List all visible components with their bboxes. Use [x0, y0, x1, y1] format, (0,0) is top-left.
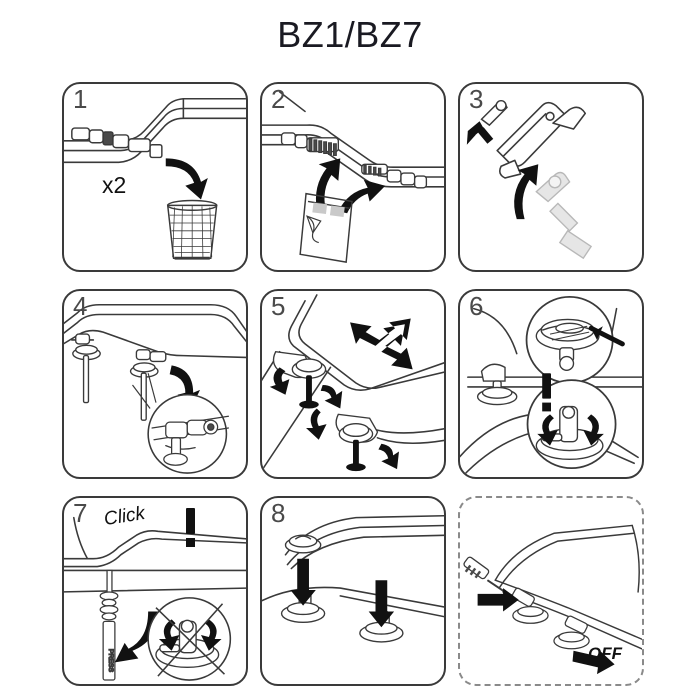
rotate-arrow-icon	[269, 367, 399, 470]
exclamation-icon	[542, 373, 551, 412]
panel-illustration	[262, 84, 444, 270]
magnifier-detail-icon	[132, 373, 230, 474]
page-title: BZ1/BZ7	[277, 14, 423, 55]
panel-illustration: PRESS	[64, 498, 246, 684]
four-way-arrow-icon	[350, 318, 413, 370]
panel-number: 7	[73, 498, 88, 528]
panel-attach-hinge-bracket: 3	[458, 82, 644, 272]
magnifier-detail-bottom	[526, 379, 617, 470]
magnifier-detail-top	[525, 296, 625, 384]
down-arrow-icon	[290, 558, 395, 628]
rotate-arrow-icon	[537, 414, 604, 446]
panel-number: 1	[73, 84, 88, 114]
cap-icon-top	[284, 534, 322, 554]
panel-number: 6	[469, 291, 484, 321]
release-tool-icon	[463, 556, 518, 601]
right-arrow-icon	[477, 588, 615, 675]
left-arrow-icon	[114, 611, 158, 663]
panel-click-seat-into-place: 7	[62, 496, 248, 686]
panel-illustration	[460, 84, 642, 270]
panel-number: 8	[271, 498, 286, 528]
svg-text:PRESS: PRESS	[107, 649, 114, 673]
panel-insert-bolts: 4	[62, 289, 248, 479]
panel-tighten-fixings-warning: 6	[458, 289, 644, 479]
panel-number: 5	[271, 291, 286, 321]
exclamation-icon	[186, 508, 195, 547]
panel-illustration	[262, 498, 444, 684]
parts-bag-icon	[299, 192, 353, 263]
panel-remove-old-hinge-pins: 1	[62, 82, 248, 272]
panel-illustration	[460, 291, 642, 477]
curved-up-arrow-icon	[514, 164, 539, 220]
bolt-icon-top	[480, 99, 508, 127]
quantity-label: x2	[102, 172, 127, 198]
off-label: OFF	[588, 644, 622, 663]
panel-number: 3	[469, 84, 484, 114]
panel-install-new-parts: 2	[260, 82, 446, 272]
wastebasket-icon	[166, 199, 218, 260]
cap-left	[476, 363, 518, 406]
panel-number: 2	[271, 84, 286, 114]
fixing-right	[553, 615, 590, 650]
panel-illustration	[262, 291, 444, 477]
crossed-out-circle-icon	[147, 597, 232, 681]
insert-arrow-icon	[466, 121, 494, 145]
panel-grid: 1	[62, 82, 658, 686]
release-tool-icon: PRESS	[99, 569, 119, 681]
bolt-icon-left	[72, 344, 101, 404]
panel-removal-instructions: OFF	[458, 496, 644, 686]
hinge-right	[335, 413, 379, 472]
bracket-icon	[496, 101, 587, 179]
bolt-icon-right	[129, 362, 159, 421]
fixing-left	[511, 587, 549, 624]
bolt-icon-ghost	[535, 171, 593, 260]
panel-illustration	[64, 291, 246, 477]
panel-press-on-caps: 8	[260, 496, 446, 686]
panel-adjust-seat-position: 5	[260, 289, 446, 479]
panel-number: 4	[73, 291, 88, 321]
panel-illustration	[460, 498, 642, 684]
panel-illustration	[64, 84, 246, 270]
curved-arrow-icon	[165, 158, 208, 200]
